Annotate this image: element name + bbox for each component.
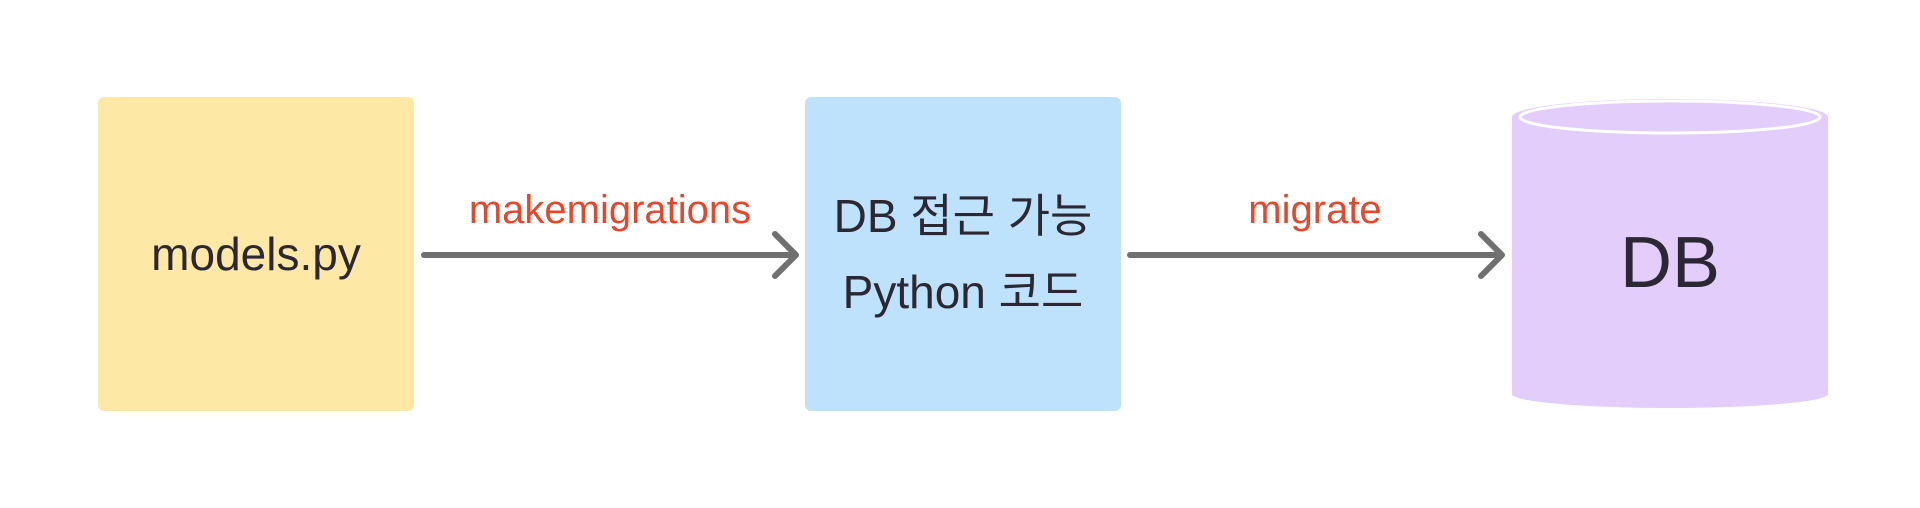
db-cylinder — [1512, 99, 1828, 408]
migrate-label: migrate — [1248, 188, 1382, 232]
python-code-line2: Python 코드 — [842, 266, 1084, 318]
arrow-migrate — [1127, 231, 1505, 279]
python-code-line1: DB 접근 가능 — [833, 190, 1093, 242]
models-node: models.py — [98, 97, 414, 411]
models-label: models.py — [151, 228, 361, 280]
arrow-makemigrations — [421, 231, 799, 279]
db-label: DB — [1619, 223, 1721, 303]
python-code-node: DB 접근 가능 Python 코드 — [805, 97, 1121, 411]
makemigrations-label: makemigrations — [468, 188, 752, 232]
